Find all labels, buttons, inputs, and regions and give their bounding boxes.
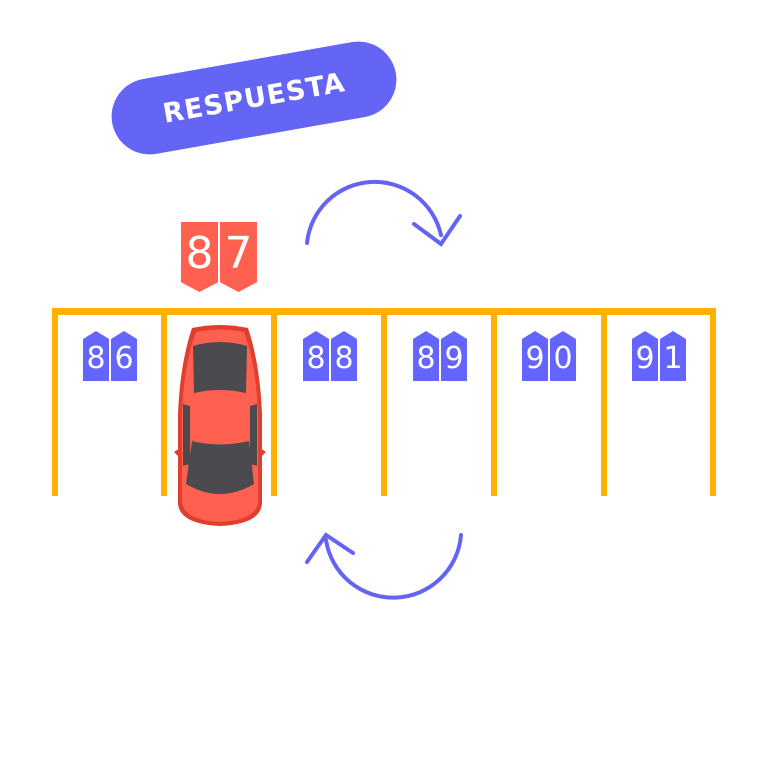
answer-digit: 8 (181, 222, 218, 292)
parking-divider (710, 308, 716, 496)
spot-digit: 8 (303, 331, 329, 381)
rotate-counterclockwise-arrow-icon (305, 532, 463, 600)
car-icon (174, 325, 266, 526)
rotate-clockwise-arrow-icon (305, 179, 462, 247)
spot-digit: 8 (413, 331, 439, 381)
spot-sign-91: 9 1 (632, 331, 686, 381)
parking-divider (381, 308, 387, 496)
answer-sign-87: 8 7 (181, 222, 257, 292)
parking-divider (491, 308, 497, 496)
spot-digit: 8 (331, 331, 357, 381)
spot-digit: 9 (632, 331, 658, 381)
spot-digit: 0 (550, 331, 576, 381)
spot-digit: 6 (111, 331, 137, 381)
spot-sign-88: 8 8 (303, 331, 357, 381)
spot-digit: 9 (441, 331, 467, 381)
parking-divider (271, 308, 277, 496)
parking-divider (52, 308, 58, 496)
spot-digit: 8 (83, 331, 109, 381)
spot-digit: 1 (660, 331, 686, 381)
spot-sign-90: 9 0 (522, 331, 576, 381)
spot-sign-89: 8 9 (413, 331, 467, 381)
spot-digit: 9 (522, 331, 548, 381)
parking-divider (601, 308, 607, 496)
spot-sign-86: 8 6 (83, 331, 137, 381)
parking-divider (161, 308, 167, 496)
answer-digit: 7 (220, 222, 257, 292)
